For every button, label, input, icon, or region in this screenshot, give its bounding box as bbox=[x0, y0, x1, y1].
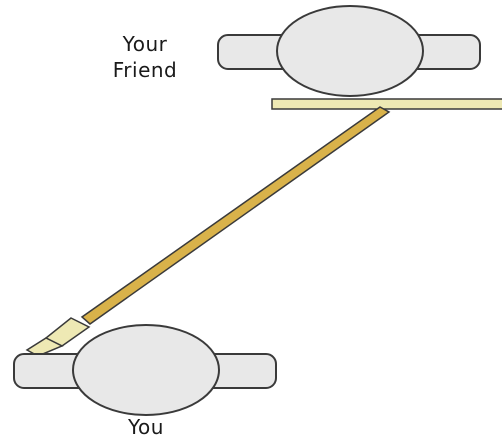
diagonal-rod bbox=[82, 107, 389, 324]
friend-label-line1: Your bbox=[122, 32, 168, 56]
platform-bar bbox=[272, 99, 502, 109]
friend-figure bbox=[218, 6, 480, 96]
friend-label-line2: Friend bbox=[113, 58, 178, 82]
you-head-icon bbox=[73, 325, 219, 415]
friend-head-icon bbox=[277, 6, 423, 96]
you-label: You bbox=[127, 415, 164, 439]
